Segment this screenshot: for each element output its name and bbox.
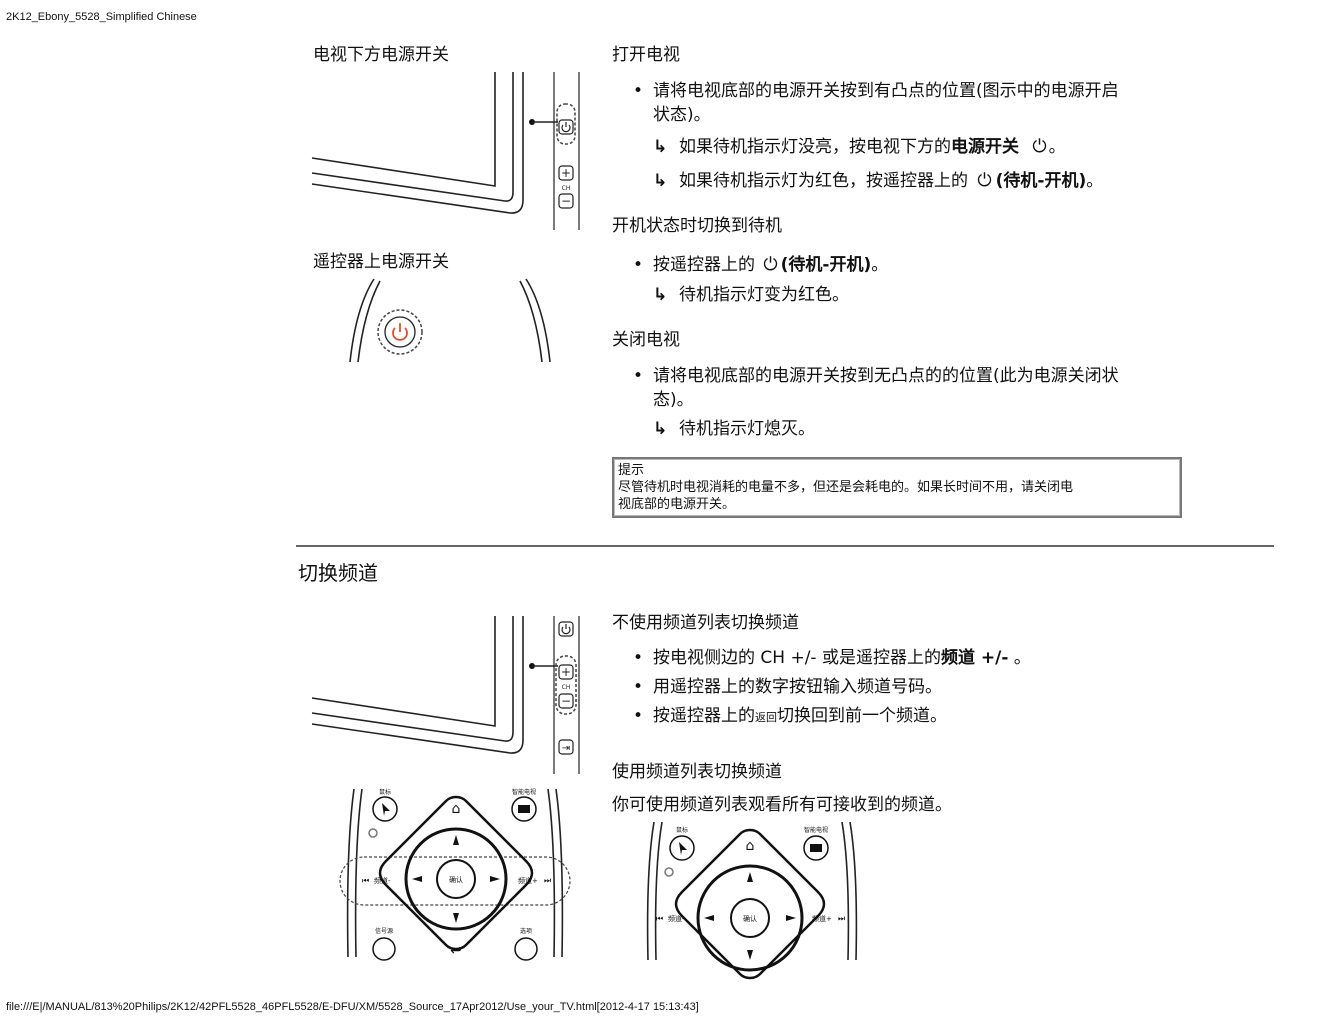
svg-text:⏮: ⏮ bbox=[656, 914, 663, 923]
power-on-bullet-text: 请将电视底部的电源开关按到有凸点的位置(图示中的电源开启 bbox=[653, 81, 1119, 101]
tip-box: 提示 尽管待机时电视消耗的电量不多，但还是会耗电的。如果长时间不用，请关闭电 视… bbox=[612, 457, 1182, 518]
list-text: 你可使用频道列表观看所有可接收到的频道。 bbox=[612, 795, 952, 815]
standby-bullet: 按遥控器上的 ⏻(待机-开机)。 bbox=[633, 253, 889, 277]
switch-channel-title: 切换频道 bbox=[298, 561, 378, 585]
standby-sub1: ↳ 待机指示灯变为红色。 bbox=[653, 283, 849, 307]
power-off-bullet: 请将电视底部的电源开关按到无凸点的的位置(此为电源关闭状 态)。 bbox=[633, 364, 1183, 412]
options-label: 选项 bbox=[520, 927, 532, 935]
power-off-sub1-text: 待机指示灯熄灭。 bbox=[679, 419, 815, 439]
smart-tv-icon-2 bbox=[810, 844, 822, 852]
power-on-sub1: ↳ 如果待机指示灯没亮，按电视下方的电源开关 ⏻。 bbox=[653, 135, 1066, 159]
mouse-cursor-icon-2 bbox=[679, 842, 687, 855]
svg-text:⏭: ⏭ bbox=[838, 914, 845, 923]
no-list-title: 不使用频道列表切换频道 bbox=[612, 613, 799, 633]
mouse-label: 鼠标 bbox=[379, 788, 391, 796]
power-switch-bold: 电源开关 bbox=[951, 137, 1019, 157]
svg-text:−: − bbox=[561, 194, 571, 208]
power-on-sub1-text: 如果待机指示灯没亮，按电视下方的 bbox=[679, 137, 951, 157]
tv-channel-buttons-illustration: + CH − ⇥ bbox=[311, 616, 580, 774]
ch-plus-label-2: 频道+ bbox=[812, 914, 832, 923]
home-icon: ⌂ bbox=[452, 801, 461, 817]
remote-power-label: 遥控器上电源开关 bbox=[313, 252, 449, 272]
back-icon: ↩ bbox=[450, 943, 462, 959]
remote-power-icon bbox=[392, 323, 408, 341]
result-arrow-icon: ↳ bbox=[653, 137, 668, 157]
page-header: 2K12_Ebony_5528_Simplified Chinese bbox=[6, 11, 197, 23]
channel-bullet-3-end: 切换回到前一个频道。 bbox=[777, 706, 947, 726]
standby-bullet-text: 按遥控器上的 bbox=[653, 255, 755, 275]
power-off-title: 关闭电视 bbox=[612, 330, 680, 350]
channel-bullet-1-end: 。 bbox=[1008, 648, 1031, 668]
ch-plus-label: 频道+ bbox=[518, 876, 538, 885]
svg-text:⏮: ⏮ bbox=[362, 876, 369, 885]
standby-title: 开机状态时切换到待机 bbox=[612, 216, 782, 236]
mouse-label-2: 鼠标 bbox=[676, 826, 688, 834]
smart-tv-icon bbox=[518, 805, 530, 813]
standby-bullet-end: 。 bbox=[871, 255, 889, 275]
ok-button-label-2: 确认 bbox=[743, 914, 757, 923]
channel-bullet-1: 按电视侧边的 CH +/- 或是遥控器上的频道 +/- 。 bbox=[633, 646, 1031, 670]
power-off-bullet-cont: 态)。 bbox=[653, 390, 694, 410]
power-on-bullet-cont: 状态)。 bbox=[653, 105, 711, 125]
smart-tv-label-2: 智能电视 bbox=[804, 826, 828, 834]
standby-sub1-text: 待机指示灯变为红色。 bbox=[679, 285, 849, 305]
tip-line1: 尽管待机时电视消耗的电量不多，但还是会耗电的。如果长时间不用，请关闭电 bbox=[618, 480, 1074, 495]
svg-text:−: − bbox=[561, 694, 571, 708]
tv-power-switch-illustration: + CH − bbox=[311, 72, 580, 230]
svg-text:+: + bbox=[561, 166, 571, 180]
tv-power-icon bbox=[561, 122, 571, 133]
ok-button-label: 确认 bbox=[449, 875, 463, 884]
standby-on-bold: (待机-开机) bbox=[995, 171, 1087, 191]
power-icon: ⏻ bbox=[763, 254, 778, 275]
remote-channel-illustration: 确认 ⌂ 鼠标 智能电视 频道- ⏮ 频道+ ⏭ 信号源 选项 ↩ bbox=[339, 788, 571, 961]
power-on-sub2-end: 。 bbox=[1086, 171, 1104, 191]
channel-bullet-3-text: 按遥控器上的 bbox=[653, 706, 755, 726]
channel-plus-minus-bold: 频道 +/- bbox=[940, 648, 1009, 668]
power-icon: ⏻ bbox=[977, 170, 992, 191]
section-divider bbox=[296, 545, 1274, 547]
tv-ch-label-2: CH bbox=[562, 684, 571, 691]
ch-minus-label: 频道- bbox=[374, 876, 391, 885]
tv-power-icon-2 bbox=[561, 624, 571, 635]
power-off-sub1: ↳ 待机指示灯熄灭。 bbox=[653, 417, 815, 441]
mouse-cursor-icon bbox=[382, 803, 390, 816]
result-arrow-icon: ↳ bbox=[653, 171, 668, 191]
tip-title: 提示 bbox=[618, 463, 645, 478]
source-icon: ⇥ bbox=[562, 743, 570, 754]
svg-text:⏭: ⏭ bbox=[544, 876, 551, 885]
tv-ch-label: CH bbox=[562, 185, 571, 192]
svg-text:+: + bbox=[561, 665, 571, 679]
home-icon-2: ⌂ bbox=[746, 838, 755, 854]
power-on-sub2-text: 如果待机指示灯为红色，按遥控器上的 bbox=[679, 171, 968, 191]
ch-minus-label-2: 频道- bbox=[668, 914, 685, 923]
remote-power-illustration bbox=[349, 278, 551, 363]
power-off-bullet-text: 请将电视底部的电源开关按到无凸点的的位置(此为电源关闭状 bbox=[653, 366, 1119, 386]
back-button-label: 返回 bbox=[755, 711, 777, 724]
standby-on-bold: (待机-开机) bbox=[780, 255, 872, 275]
remote-channel-list-illustration: 确认 ⌂ 鼠标 智能电视 频道- ⏮ 频道+ ⏭ bbox=[646, 821, 858, 980]
power-on-bullet: 请将电视底部的电源开关按到有凸点的位置(图示中的电源开启 状态)。 bbox=[633, 79, 1183, 127]
tv-power-label: 电视下方电源开关 bbox=[313, 45, 449, 65]
smart-tv-label: 智能电视 bbox=[512, 788, 536, 796]
result-arrow-icon: ↳ bbox=[653, 285, 668, 305]
power-on-sub1-end: 。 bbox=[1048, 137, 1066, 157]
page-footer: file:///E|/MANUAL/813%20Philips/2K12/42P… bbox=[6, 1001, 699, 1013]
power-icon: ⏻ bbox=[1032, 136, 1047, 157]
tip-line2: 视底部的电源开关。 bbox=[618, 497, 736, 512]
channel-bullet-3: 按遥控器上的返回切换回到前一个频道。 bbox=[633, 704, 947, 730]
power-on-sub2: ↳ 如果待机指示灯为红色，按遥控器上的 ⏻(待机-开机)。 bbox=[653, 169, 1103, 193]
channel-bullet-2-text: 用遥控器上的数字按钮输入频道号码。 bbox=[653, 677, 942, 697]
result-arrow-icon: ↳ bbox=[653, 419, 668, 439]
channel-bullet-2: 用遥控器上的数字按钮输入频道号码。 bbox=[633, 675, 942, 699]
channel-bullet-1-text: 按电视侧边的 CH +/- 或是遥控器上的 bbox=[653, 648, 941, 668]
list-title: 使用频道列表切换频道 bbox=[612, 762, 782, 782]
source-label: 信号源 bbox=[375, 927, 393, 935]
power-on-title: 打开电视 bbox=[612, 45, 680, 65]
